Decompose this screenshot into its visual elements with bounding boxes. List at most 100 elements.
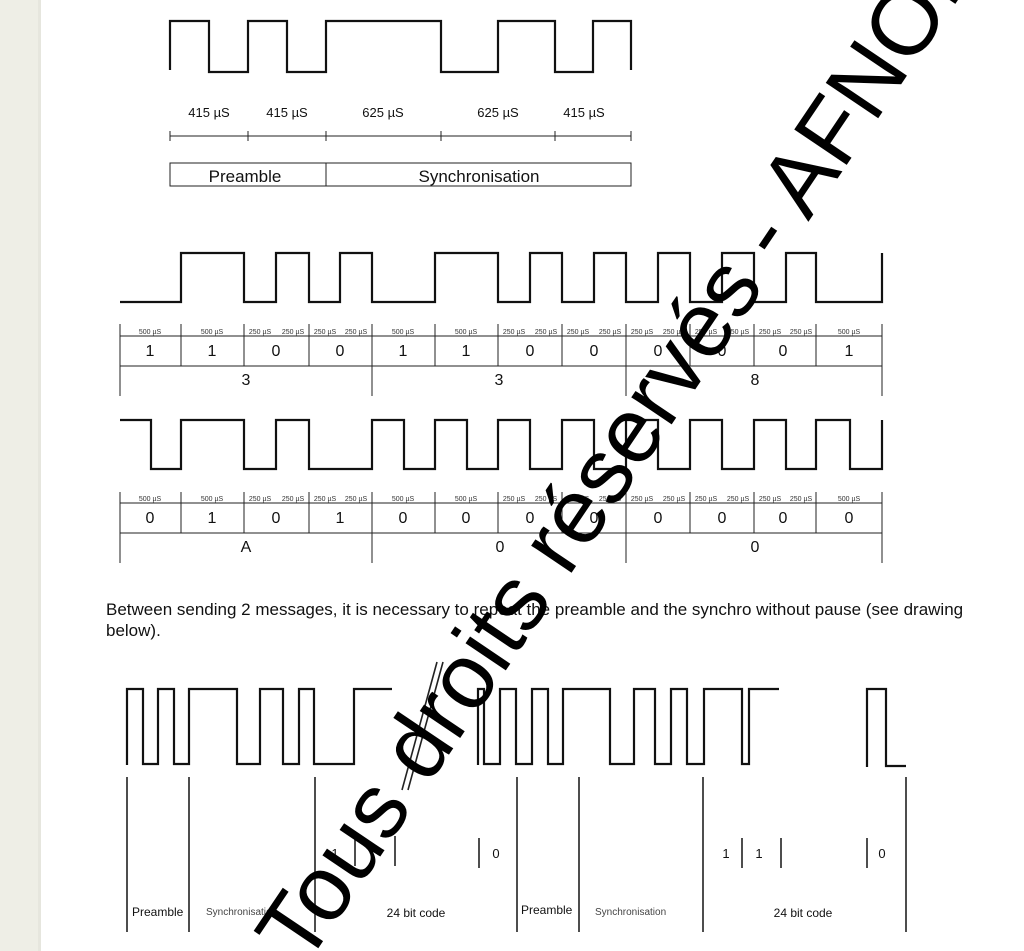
repeat-waveform-msg2	[476, 687, 779, 766]
svg-text:A: A	[241, 539, 252, 556]
svg-text:0: 0	[526, 510, 535, 527]
msg1-code-label: 24 bit code	[387, 906, 446, 920]
svg-text:0: 0	[336, 343, 345, 360]
svg-text:1: 1	[208, 343, 217, 360]
svg-text:500 µS: 500 µS	[455, 329, 478, 336]
svg-text:250 µS: 250 µS	[503, 329, 526, 336]
svg-text:1: 1	[399, 343, 408, 360]
svg-text:250 µS: 250 µS	[759, 496, 782, 503]
svg-text:250 µS: 250 µS	[282, 329, 305, 336]
svg-text:250 µS: 250 µS	[345, 496, 368, 503]
repeat-waveform-msg1	[125, 687, 392, 766]
svg-text:250 µS: 250 µS	[599, 496, 622, 503]
svg-text:0: 0	[496, 539, 505, 556]
svg-text:1: 1	[462, 343, 471, 360]
svg-text:8: 8	[751, 372, 760, 389]
svg-text:0: 0	[146, 510, 155, 527]
svg-text:250 µS: 250 µS	[727, 329, 750, 336]
msg1-sync-label: Synchronisation	[206, 907, 277, 918]
svg-text:250 µS: 250 µS	[567, 329, 590, 336]
svg-text:250 µS: 250 µS	[759, 329, 782, 336]
svg-text:0: 0	[654, 510, 663, 527]
msg1-preamble-label: Preamble	[132, 905, 184, 919]
svg-text:0: 0	[590, 343, 599, 360]
msg2-code-label: 24 bit code	[774, 906, 833, 920]
svg-text:500 µS: 500 µS	[455, 496, 478, 503]
svg-text:250 µS: 250 µS	[663, 329, 686, 336]
svg-text:0: 0	[751, 539, 760, 556]
msg2-bit: 1	[722, 846, 729, 861]
row2-durations: 500 µS 500 µS 250 µS 250 µS 250 µS 250 µ…	[139, 496, 861, 503]
row2-nibbles: A 0 0	[241, 539, 760, 556]
svg-text:500 µS: 500 µS	[838, 329, 861, 336]
bits-waveform-row2	[120, 418, 884, 471]
svg-text:250 µS: 250 µS	[631, 329, 654, 336]
svg-text:250 µS: 250 µS	[503, 496, 526, 503]
svg-text:0: 0	[399, 510, 408, 527]
msg1-bit: 1	[331, 846, 338, 861]
svg-text:250 µS: 250 µS	[695, 496, 718, 503]
page-margin-edge	[38, 0, 41, 951]
row1-nibbles: 3 3 8	[242, 372, 760, 389]
svg-text:250 µS: 250 µS	[695, 329, 718, 336]
duration-label: 415 µS	[188, 105, 230, 120]
svg-text:250 µS: 250 µS	[567, 496, 590, 503]
preamble-sync-waveform	[168, 19, 633, 74]
svg-text:250 µS: 250 µS	[249, 329, 272, 336]
msg2-preamble-label: Preamble	[521, 903, 573, 917]
svg-text:0: 0	[779, 510, 788, 527]
row1-durations: 500 µS 500 µS 250 µS 250 µS 250 µS 250 µ…	[139, 329, 861, 336]
svg-text:0: 0	[718, 510, 727, 527]
svg-text:0: 0	[845, 510, 854, 527]
svg-text:0: 0	[462, 510, 471, 527]
svg-text:250 µS: 250 µS	[314, 496, 337, 503]
svg-text:1: 1	[845, 343, 854, 360]
svg-text:250 µS: 250 µS	[535, 496, 558, 503]
svg-text:250 µS: 250 µS	[790, 496, 813, 503]
svg-text:0: 0	[779, 343, 788, 360]
svg-text:500 µS: 500 µS	[838, 496, 861, 503]
svg-text:250 µS: 250 µS	[631, 496, 654, 503]
svg-text:250 µS: 250 µS	[599, 329, 622, 336]
svg-text:0: 0	[718, 343, 727, 360]
duration-label: 625 µS	[362, 105, 404, 120]
svg-text:0: 0	[654, 343, 663, 360]
svg-text:500 µS: 500 µS	[201, 496, 224, 503]
svg-text:500 µS: 500 µS	[201, 329, 224, 336]
explanation-paragraph: Between sending 2 messages, it is necess…	[106, 600, 964, 640]
svg-text:1: 1	[146, 343, 155, 360]
svg-text:500 µS: 500 µS	[139, 329, 162, 336]
svg-text:0: 0	[272, 343, 281, 360]
row1-bits: 1 1 0 0 1 1 0 0 0 0 0 1	[146, 343, 854, 360]
bits-waveform-row1	[120, 251, 884, 304]
svg-text:1: 1	[336, 510, 345, 527]
svg-text:250 µS: 250 µS	[314, 329, 337, 336]
svg-text:250 µS: 250 µS	[249, 496, 272, 503]
msg2-last-bit: 0	[878, 846, 885, 861]
msg2-bit: 1	[755, 846, 762, 861]
svg-text:0: 0	[272, 510, 281, 527]
svg-text:3: 3	[242, 372, 251, 389]
duration-label: 415 µS	[563, 105, 605, 120]
svg-text:0: 0	[590, 510, 599, 527]
msg2-sync-label: Synchronisation	[595, 907, 666, 918]
svg-text:250 µS: 250 µS	[282, 496, 305, 503]
svg-text:500 µS: 500 µS	[392, 329, 415, 336]
page-margin	[0, 0, 40, 951]
repeat-waveform-tail	[865, 687, 906, 768]
svg-text:500 µS: 500 µS	[139, 496, 162, 503]
duration-label: 625 µS	[477, 105, 519, 120]
svg-text:3: 3	[495, 372, 504, 389]
svg-text:1: 1	[208, 510, 217, 527]
svg-text:250 µS: 250 µS	[727, 496, 750, 503]
duration-label: 415 µS	[266, 105, 308, 120]
preamble-label: Preamble	[209, 167, 282, 186]
svg-text:500 µS: 500 µS	[392, 496, 415, 503]
svg-text:250 µS: 250 µS	[790, 329, 813, 336]
svg-text:250 µS: 250 µS	[663, 496, 686, 503]
synchronisation-label: Synchronisation	[419, 167, 540, 186]
svg-text:250 µS: 250 µS	[345, 329, 368, 336]
svg-text:250 µS: 250 µS	[535, 329, 558, 336]
svg-text:0: 0	[526, 343, 535, 360]
